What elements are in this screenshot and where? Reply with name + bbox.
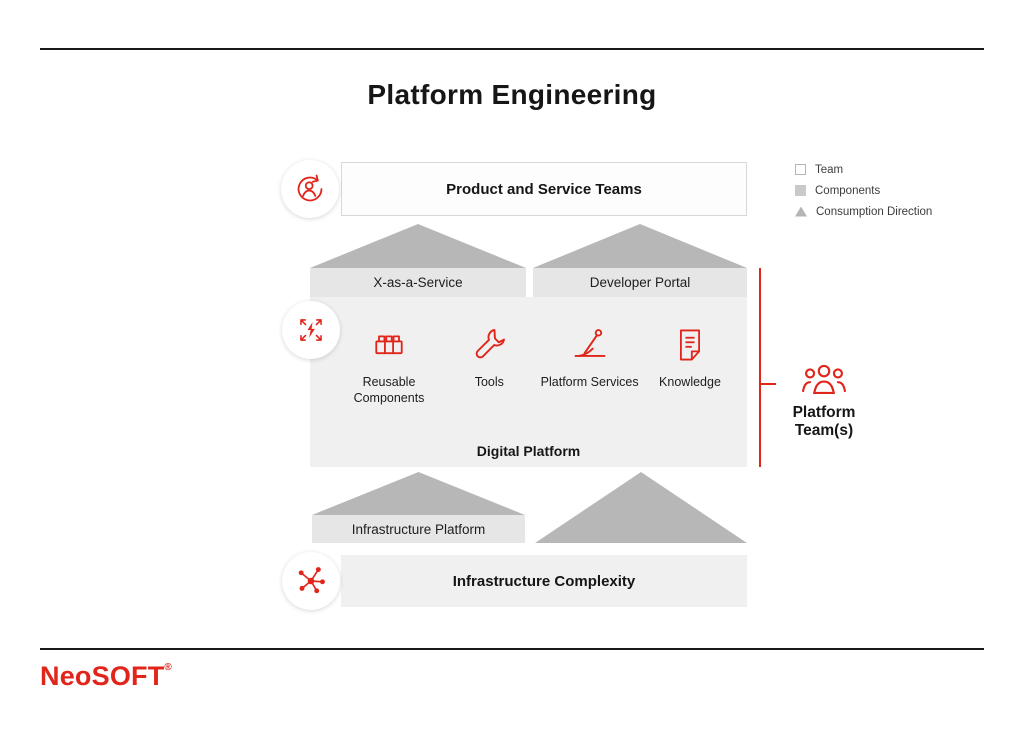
document-icon	[679, 329, 700, 361]
item-platform-services: Platform Services	[541, 325, 639, 407]
platform-team-bracket-tick	[759, 383, 776, 385]
legend-item-components: Components	[795, 180, 932, 201]
item-knowledge: Knowledge	[641, 325, 739, 407]
developer-portal-band: Developer Portal	[533, 268, 747, 297]
top-divider	[40, 48, 984, 50]
infrastructure-platform-label: Infrastructure Platform	[351, 521, 486, 537]
user-cycle-icon	[297, 174, 323, 202]
infrastructure-complexity-box: Infrastructure Complexity	[341, 555, 747, 607]
product-service-teams-label: Product and Service Teams	[446, 180, 642, 198]
product-teams-badge	[281, 160, 339, 218]
components-square-filled-icon	[795, 185, 806, 196]
platform-team-bracket	[759, 268, 761, 467]
item-reusable-components: Reusable Components	[340, 325, 438, 407]
registered-mark: ®	[164, 662, 172, 673]
consumption-triangle-infraplat	[312, 472, 525, 515]
legend-item-team: Team	[795, 159, 932, 180]
item-label: Reusable Components	[353, 375, 425, 406]
neosoft-logo: NeoSOFT®	[40, 661, 172, 692]
brick-icon	[375, 335, 403, 355]
legend-item-consumption-direction: Consumption Direction	[795, 201, 932, 222]
lever-icon	[574, 329, 606, 357]
legend-label: Components	[815, 184, 881, 197]
platform-team-group: Platform Team(s)	[776, 360, 872, 441]
logo-part1: Neo	[40, 661, 92, 691]
legend-label: Team	[815, 163, 844, 176]
consumption-triangle-xaas	[310, 224, 526, 268]
item-label: Knowledge	[659, 375, 721, 389]
arrows-bolt-icon	[300, 319, 322, 341]
infrastructure-complexity-label: Infrastructure Complexity	[452, 572, 636, 590]
logo-part2: SOFT	[91, 661, 165, 691]
people-icon	[802, 364, 846, 394]
item-label: Tools	[474, 375, 504, 389]
team-square-outline-icon	[795, 164, 806, 175]
platform-team-label: Platform Team(s)	[792, 404, 856, 440]
consumption-direction-triangle-icon	[795, 206, 807, 217]
xaas-band: X-as-a-Service	[310, 268, 526, 297]
consumption-triangle-infra	[535, 472, 747, 543]
digital-platform-items: Reusable Components Tools Platfor	[340, 325, 739, 407]
legend: Team Components Consumption Direction	[795, 159, 932, 222]
digital-platform-badge	[282, 301, 340, 359]
xaas-label: X-as-a-Service	[373, 275, 463, 290]
wrench-icon	[476, 329, 506, 359]
legend-label: Consumption Direction	[816, 205, 933, 218]
consumption-triangle-devportal	[533, 224, 747, 268]
infrastructure-platform-band: Infrastructure Platform	[312, 515, 525, 543]
bottom-divider	[40, 648, 984, 650]
digital-platform-label: Digital Platform	[476, 443, 581, 459]
digital-platform-box: Reusable Components Tools Platfor	[310, 297, 747, 467]
item-label: Platform Services	[540, 375, 639, 389]
developer-portal-label: Developer Portal	[589, 275, 691, 290]
item-tools: Tools	[440, 325, 538, 407]
product-service-teams-box: Product and Service Teams	[341, 162, 747, 216]
network-icon	[298, 567, 325, 594]
page-title: Platform Engineering	[367, 79, 657, 110]
infrastructure-badge	[282, 552, 340, 610]
